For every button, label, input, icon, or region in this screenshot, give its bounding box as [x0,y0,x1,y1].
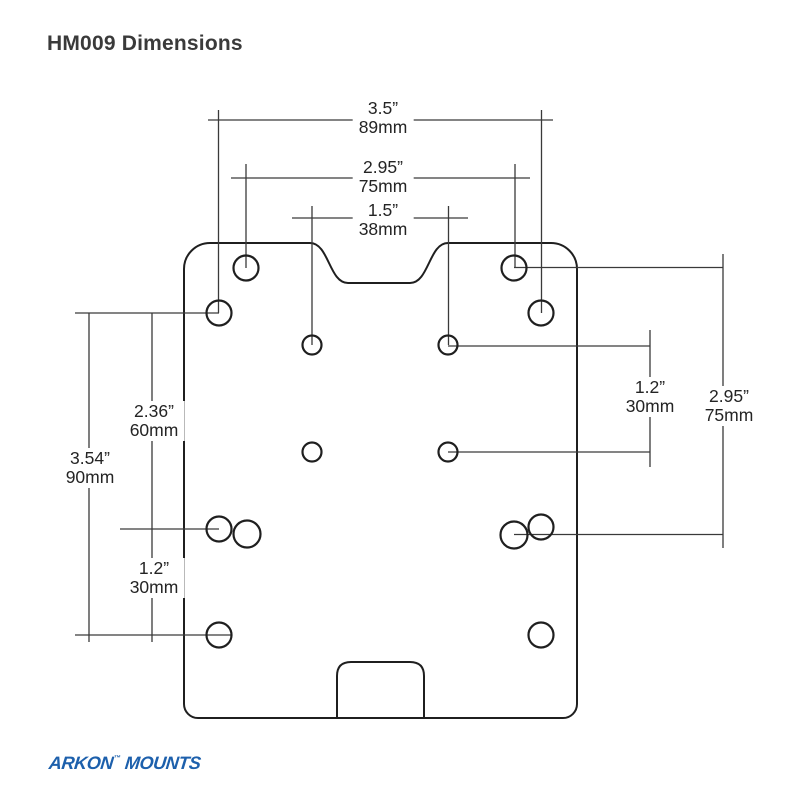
dim-label-top-mid: 2.95” 75mm [352,157,414,197]
hole-upper-outer-right [527,299,555,327]
dim-label-left-outer: 3.54” 90mm [59,448,121,488]
dim-mm: 75mm [704,405,754,425]
hole-small-upper-left [301,334,323,356]
hole-small-upper-right [437,334,459,356]
dim-inches: 3.54” [65,449,115,468]
dim-mm: 60mm [129,420,179,440]
mounting-holes [205,254,555,649]
hole-bottom-left [205,621,233,649]
dim-mm: 30mm [625,396,675,416]
hole-pair-outer-left [205,515,233,543]
logo-word-arkon: ARKON [48,753,115,773]
dim-mm: 90mm [65,467,115,487]
hole-bottom-right [527,621,555,649]
trademark-symbol: ™ [113,755,121,762]
dim-inches: 1.5” [358,201,408,220]
dim-mm: 38mm [358,219,408,239]
plate-outline [183,242,578,719]
dim-label-left-lower: 1.2” 30mm [123,558,185,598]
hole-top-left [232,254,260,282]
plate-body [183,242,578,719]
dim-label-right-inner: 1.2” 30mm [619,377,681,417]
logo-word-mounts: MOUNTS [124,753,202,773]
dim-inches: 3.5” [358,99,408,118]
hole-small-lower-left [301,441,323,463]
dim-mm: 75mm [358,176,408,196]
dim-label-left-upper: 2.36” 60mm [123,401,185,441]
dim-mm: 89mm [358,117,408,137]
plate-bottom-tab [336,661,425,719]
dim-label-right-outer: 2.95” 75mm [698,386,760,426]
dim-inches: 1.2” [129,559,179,578]
hole-pair-inner-right [499,520,529,550]
dim-inches: 2.36” [129,402,179,421]
dim-inches: 1.2” [625,378,675,397]
hole-pair-inner-left [232,519,262,549]
dim-label-top-outer: 3.5” 89mm [352,98,414,138]
dim-mm: 30mm [129,577,179,597]
dim-inches: 2.95” [358,158,408,177]
page-title: HM009 Dimensions [47,32,243,55]
hole-small-lower-right [437,441,459,463]
hole-upper-outer-left [205,299,233,327]
hole-pair-outer-right [527,513,555,541]
dim-label-top-inner: 1.5” 38mm [352,200,414,240]
dim-inches: 2.95” [704,387,754,406]
hole-top-right [500,254,528,282]
